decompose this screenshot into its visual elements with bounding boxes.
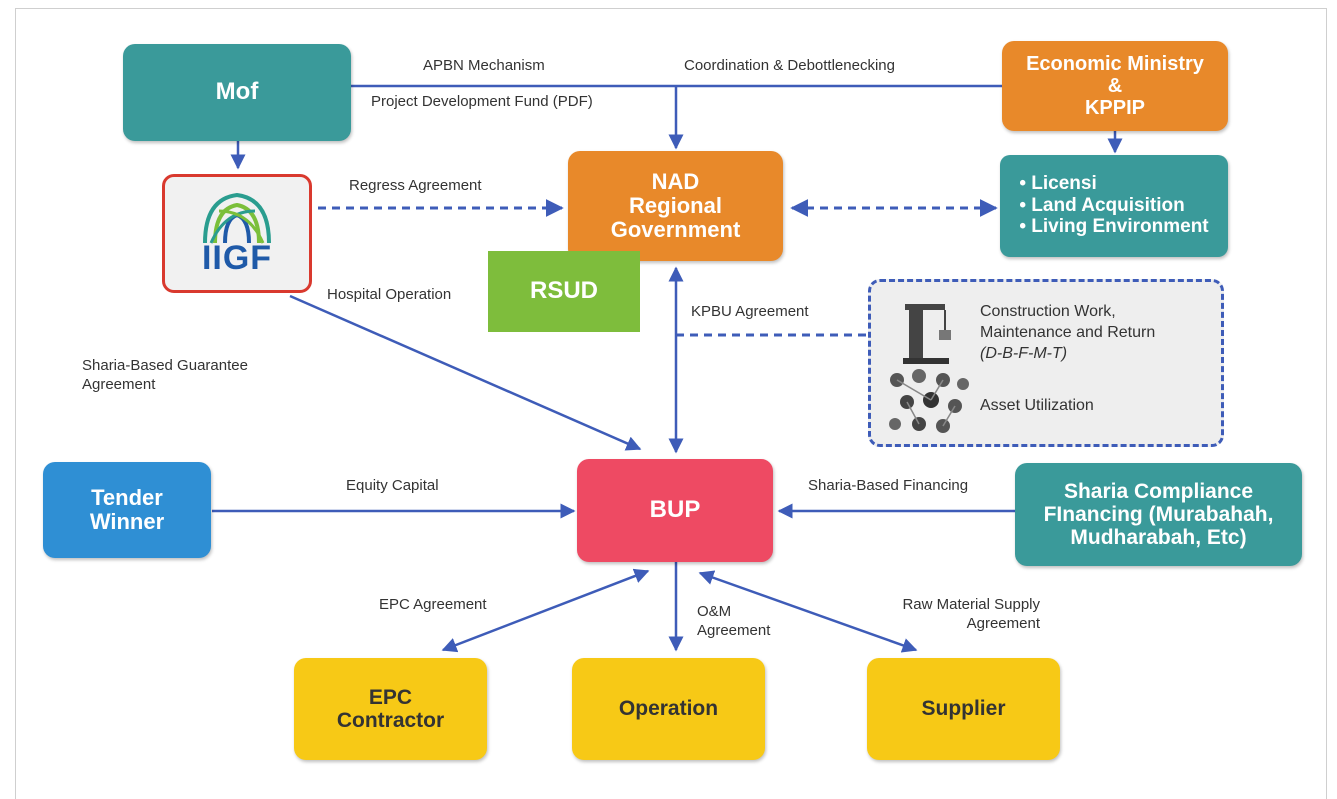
economic-ministry-line-1: Economic Ministry <box>1026 53 1204 75</box>
om-label-line-1: O&M <box>697 603 732 620</box>
guarantee-label-line-2: Agreement <box>82 375 156 393</box>
tender-winner-node: Tender Winner <box>43 462 211 558</box>
iigf-label: IIGF <box>201 239 273 277</box>
dbfmt-line-2: Maintenance and Return <box>980 323 1156 341</box>
construction-crane-icon <box>903 304 951 364</box>
regress-agreement-label: Regress Agreement <box>349 177 482 194</box>
equity-capital-label: Equity Capital <box>346 477 439 494</box>
asset-network-icon <box>889 369 969 433</box>
asset-utilization-label: Asset Utilization <box>980 397 1094 414</box>
tender-winner-line-2: Winner <box>89 509 165 534</box>
om-agreement-label: O&M Agreement <box>697 603 807 641</box>
tender-winner-line-1: Tender <box>91 484 163 510</box>
supplier-label: Supplier <box>921 697 1006 721</box>
diagram-frame <box>15 8 1327 799</box>
guarantee-agreement-label: Sharia-Based Guarantee Agreement <box>82 357 302 395</box>
mof-label: Mof <box>215 78 259 106</box>
operation-label: Operation <box>618 697 719 721</box>
permits-list: • Licensi • Land Acquisition • Living En… <box>1019 173 1208 240</box>
raw-material-label-line-1: Raw Material Supply <box>902 596 1040 613</box>
bup-label: BUP <box>649 496 701 524</box>
nad-line-3: Government <box>610 217 741 243</box>
dbfmt-box: Construction Work, Maintenance and Retur… <box>868 279 1224 447</box>
epc-arrow <box>441 568 650 653</box>
sharia-based-financing-label: Sharia-Based Financing <box>808 477 969 494</box>
epc-contractor-line-1: EPC <box>368 685 413 709</box>
guarantee-label-line-1: Sharia-Based Guarantee <box>82 357 248 374</box>
sharia-line-3: Mudharabah, Etc) <box>1070 526 1247 550</box>
rsud-node: RSUD <box>488 251 640 332</box>
economic-ministry-node: Economic Ministry & KPPIP <box>1002 41 1228 131</box>
rsud-label: RSUD <box>529 277 598 305</box>
epc-contractor-line-2: Contractor <box>336 709 445 732</box>
iigf-logo-icon <box>203 192 271 244</box>
nad-line-2: Regional <box>629 192 722 218</box>
economic-ministry-line-3: KPPIP <box>1084 97 1146 119</box>
epc-contractor-node: EPC Contractor <box>294 658 487 760</box>
permit-item-licensi: • Licensi <box>1019 172 1097 194</box>
supplier-node: Supplier <box>867 658 1060 760</box>
bup-node: BUP <box>577 459 773 562</box>
sharia-compliance-node: Sharia Compliance FInancing (Murabahah, … <box>1015 463 1302 566</box>
kpbu-agreement-label: KPBU Agreement <box>691 303 809 320</box>
nad-regional-government-node: NAD Regional Government <box>568 151 783 261</box>
supply-arrow <box>698 570 918 653</box>
dbfmt-line-3: (D-B-F-M-T) <box>980 344 1068 362</box>
iigf-node: IIGF <box>162 174 312 293</box>
hospital-operation-label: Hospital Operation <box>327 286 452 303</box>
permit-item-land-acquisition: • Land Acquisition <box>1019 194 1185 216</box>
sharia-line-1: Sharia Compliance <box>1063 479 1254 503</box>
raw-material-agreement-label: Raw Material Supply Agreement <box>880 596 1040 634</box>
permits-node: • Licensi • Land Acquisition • Living En… <box>1000 155 1228 257</box>
economic-ministry-line-2: & <box>1107 75 1123 97</box>
om-label-line-2: Agreement <box>697 621 771 639</box>
apbn-mechanism-label: APBN Mechanism <box>423 57 545 74</box>
coordination-label: Coordination & Debottlenecking <box>684 57 895 74</box>
nad-line-1: NAD <box>651 168 700 194</box>
operation-node: Operation <box>572 658 765 760</box>
sharia-line-2: FInancing (Murabahah, <box>1043 502 1274 526</box>
mof-node: Mof <box>123 44 351 141</box>
guarantee-arrow <box>289 294 642 451</box>
epc-agreement-label: EPC Agreement <box>379 596 487 613</box>
dbfmt-text: Construction Work, Maintenance and Retur… <box>980 302 1155 364</box>
raw-material-label-line-2: Agreement <box>966 614 1040 632</box>
permit-item-living-environment: • Living Environment <box>1019 216 1209 238</box>
project-development-fund-label: Project Development Fund (PDF) <box>371 93 593 110</box>
dbfmt-line-1: Construction Work, <box>980 303 1116 320</box>
